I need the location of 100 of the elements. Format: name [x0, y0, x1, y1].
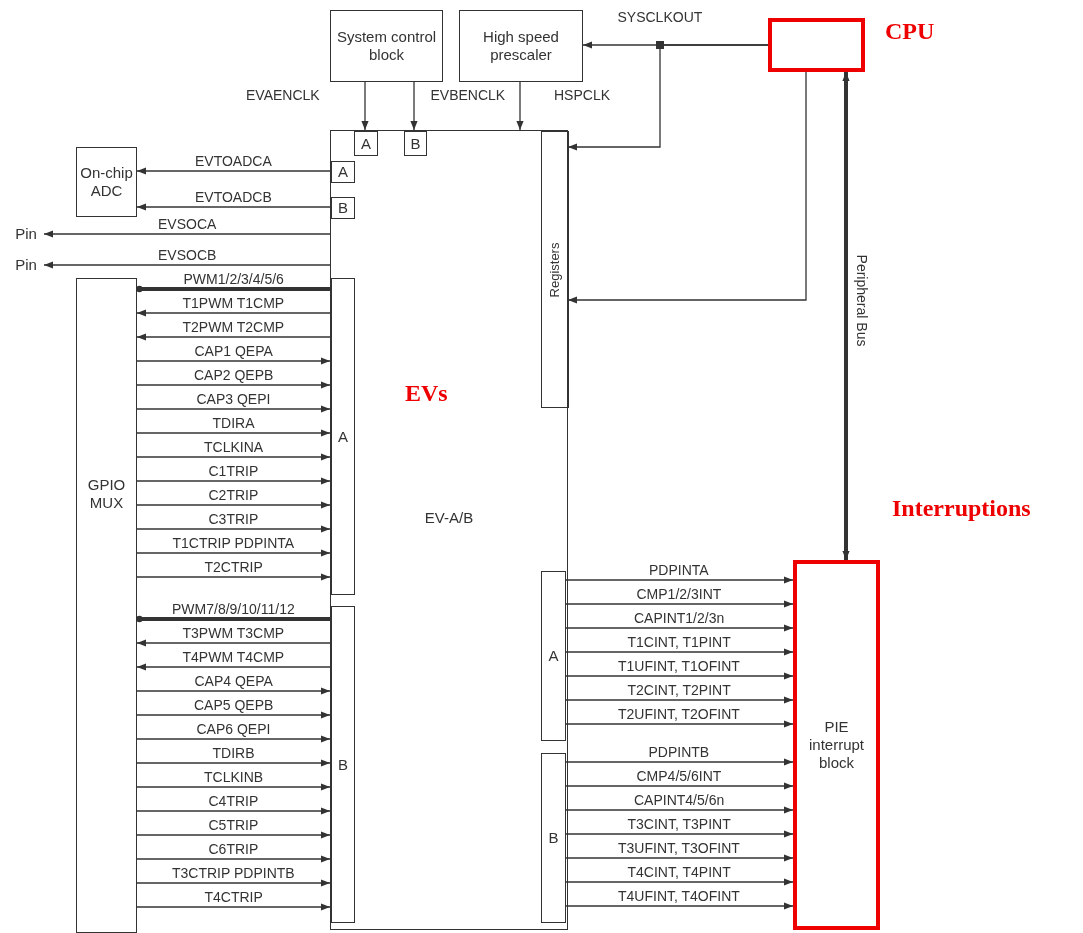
- signal-label: SYSCLKOUT: [615, 9, 705, 25]
- signal-label: T1CINT, T1PINT: [625, 634, 733, 650]
- signal-arrow: [564, 576, 794, 584]
- annotation-label: EVs: [405, 380, 448, 407]
- channel-box: [331, 278, 355, 595]
- signal-label: TCLKINB: [202, 769, 266, 785]
- box-label: A: [337, 427, 349, 446]
- box-label: B: [337, 755, 349, 774]
- signal-arrow: [564, 720, 794, 728]
- box-label: GPIO MUX: [86, 476, 127, 512]
- signal-arrow: [136, 203, 331, 211]
- box-label: Registers: [546, 242, 563, 297]
- signal-arrow: [136, 687, 331, 695]
- signal-label: Peripheral Bus: [854, 253, 870, 348]
- signal-label: CAP3 QEPI: [194, 391, 273, 407]
- signal-label: C5TRIP: [206, 817, 261, 833]
- signal-label: CAPINT4/5/6n: [632, 792, 727, 808]
- signal-arrow: [516, 81, 524, 131]
- signal-arrow: [564, 758, 794, 766]
- signal-label: TDIRA: [210, 415, 257, 431]
- signal-arrow: [564, 672, 794, 680]
- signal-arrow: [567, 44, 769, 151]
- channel-box: [331, 606, 355, 923]
- signal-label: PDPINTA: [647, 562, 711, 578]
- signal-label: CMP4/5/6INT: [634, 768, 724, 784]
- box-label: A: [337, 163, 349, 181]
- box-label: B: [409, 134, 422, 153]
- signal-arrow: [136, 831, 331, 839]
- signal-label: CAP1 QEPA: [192, 343, 275, 359]
- signal-label: T4UFINT, T4OFINT: [616, 888, 742, 904]
- signal-arrow: [136, 525, 331, 533]
- signal-label: PWM7/8/9/10/11/12: [170, 601, 297, 617]
- signal-arrow: [136, 903, 331, 911]
- signal-arrow: [136, 735, 331, 743]
- channel-box: [541, 571, 566, 741]
- channel-box: [404, 131, 427, 156]
- signal-arrow: [410, 81, 418, 131]
- box-label: B: [337, 199, 349, 217]
- signal-label: T3CTRIP PDPINTB: [170, 865, 297, 881]
- signal-arrow: [136, 405, 331, 413]
- channel-box: [331, 161, 355, 183]
- signal-label: CAP5 QEPB: [192, 697, 276, 713]
- signal-label: T4PWM T4CMP: [180, 649, 287, 665]
- signal-label: T2CINT, T2PINT: [625, 682, 733, 698]
- signal-label: EVTOADCB: [193, 189, 274, 205]
- signal-arrow: [136, 549, 331, 557]
- signal-label: T3CINT, T3PINT: [625, 816, 733, 832]
- signal-arrow: [136, 333, 331, 341]
- signal-arrow: [136, 501, 331, 509]
- bus-arrow: [842, 72, 850, 560]
- signal-label: T3UFINT, T3OFINT: [616, 840, 742, 856]
- signal-arrow: [564, 782, 794, 790]
- channel-box: [541, 753, 566, 923]
- annotation-label: CPU: [885, 18, 935, 45]
- signal-arrow: [564, 902, 794, 910]
- signal-arrow: [136, 663, 331, 671]
- box-label: B: [547, 829, 560, 847]
- signal-arrow: [564, 830, 794, 838]
- signal-label: T1CTRIP PDPINTA: [170, 535, 297, 551]
- signal-label: CMP1/2/3INT: [634, 586, 724, 602]
- signal-label: T4CTRIP: [202, 889, 265, 905]
- signal-arrow: [136, 381, 331, 389]
- signal-label: C6TRIP: [206, 841, 261, 857]
- channel-box: [354, 131, 378, 156]
- signal-arrow: [43, 261, 331, 269]
- signal-arrow: [564, 806, 794, 814]
- signal-arrow: [136, 879, 331, 887]
- signal-arrow: [564, 854, 794, 862]
- signal-label: EVSOCA: [156, 216, 219, 232]
- processor-box: [768, 18, 865, 72]
- signal-arrow: [136, 453, 331, 461]
- mux-box: [76, 278, 137, 933]
- signal-arrow: [136, 309, 331, 317]
- signal-label: CAP2 QEPB: [192, 367, 276, 383]
- signal-arrow: [136, 357, 331, 365]
- register-bar: [541, 131, 569, 408]
- signal-label: T2PWM T2CMP: [180, 319, 287, 335]
- box-label: High speed prescaler: [482, 28, 560, 64]
- interrupt-block-box: [793, 560, 880, 930]
- pin-label: Pin: [8, 224, 44, 244]
- block-box: [459, 10, 583, 82]
- signal-label: EVBENCLK: [428, 87, 508, 103]
- signal-arrow: [564, 648, 794, 656]
- box-label: A: [360, 134, 372, 153]
- signal-arrow: [564, 600, 794, 608]
- signal-label: T4CINT, T4PINT: [625, 864, 733, 880]
- signal-arrow: [567, 71, 807, 304]
- signal-label: T2UFINT, T2OFINT: [616, 706, 742, 722]
- block-box: [330, 10, 443, 82]
- signal-label: EVSOCB: [156, 247, 219, 263]
- channel-box: [331, 197, 355, 219]
- signal-label: HSPCLK: [552, 87, 613, 103]
- signal-label: EVTOADCA: [193, 153, 274, 169]
- signal-label: C4TRIP: [206, 793, 261, 809]
- signal-arrow: [564, 624, 794, 632]
- signal-arrow: [136, 711, 331, 719]
- signal-label: PDPINTB: [646, 744, 712, 760]
- signal-arrow: [361, 81, 369, 131]
- converter-box: [76, 147, 137, 217]
- pin-label: Pin: [8, 255, 44, 275]
